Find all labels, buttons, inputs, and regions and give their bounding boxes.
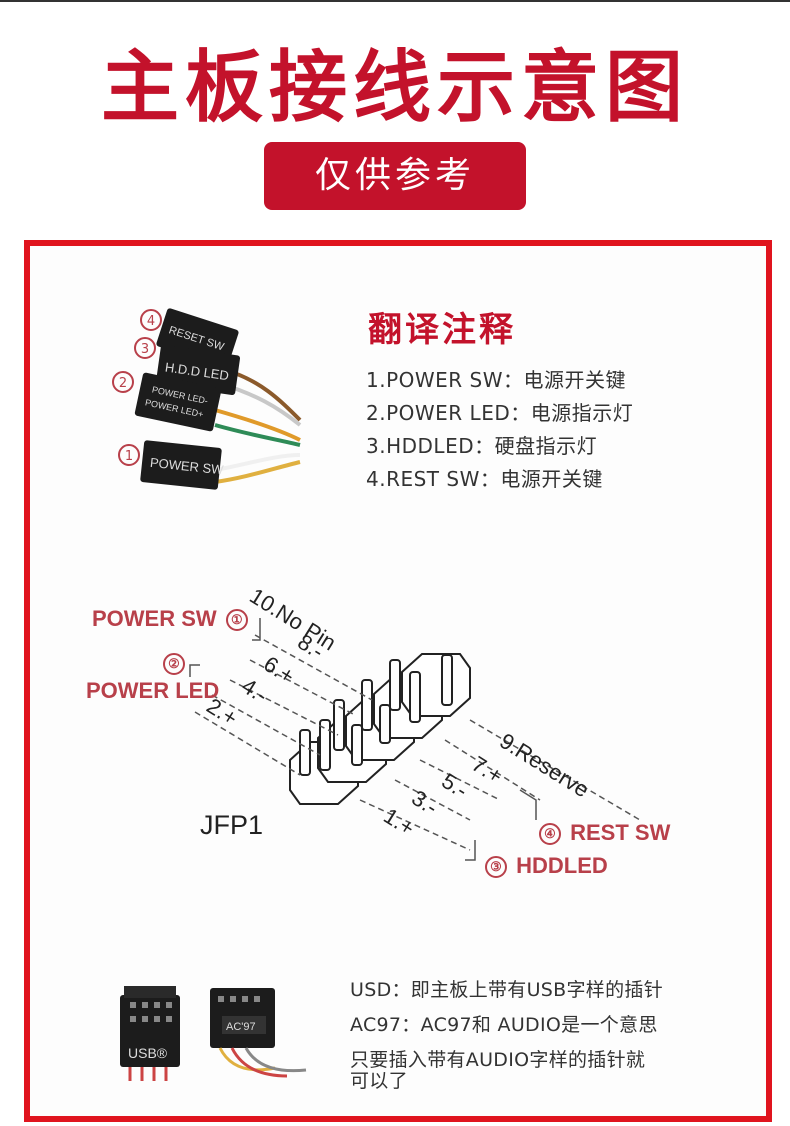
reference-only-badge: 仅供参考	[264, 142, 526, 210]
pin-leader-lines	[194, 634, 641, 851]
ac97-header-illustration: AC'97	[210, 988, 307, 1078]
callout-hddled-text: HDDLED	[516, 853, 608, 878]
audio-note-line2: 可以了	[350, 1070, 408, 1092]
callout-rest-sw: ④ REST SW	[536, 820, 670, 846]
connector-num-3: 3	[141, 342, 149, 357]
pin-9-label: 9.Reserve	[495, 728, 593, 802]
callout-rest-sw-number: ④	[539, 823, 561, 846]
page-title: 主板接线示意图	[100, 43, 689, 133]
pin-7-label: 7.+	[467, 751, 507, 789]
notes-title: 翻译注释	[368, 310, 516, 350]
top-border-line	[0, 0, 790, 2]
callout-power-led-number: ②	[163, 653, 185, 676]
power-led-connector: POWER LED- POWER LED+	[134, 372, 222, 432]
note-hddled: 3.HDDLED：硬盘指示灯	[366, 434, 598, 458]
callout-power-sw-number: ①	[225, 609, 248, 632]
pin-4-label: 4.-	[237, 673, 272, 708]
connector-num-2: 2	[119, 376, 127, 391]
callout-hddled-number: ③	[485, 856, 507, 879]
connector-number-circles	[112, 309, 162, 466]
bracket-lines	[189, 618, 537, 861]
callout-power-sw: POWER SW ①	[92, 606, 251, 632]
note-rest-sw: 4.REST SW：电源开关键	[366, 467, 603, 491]
ac97-label: AC'97	[226, 1021, 256, 1033]
power-sw-connector: POWER SW	[140, 440, 225, 490]
callout-hddled: ③ HDDLED	[482, 853, 608, 879]
usb-label: USB®	[128, 1045, 168, 1061]
audio-note-line1: 只要插入带有AUDIO字样的插针就	[350, 1049, 646, 1071]
ac97-note: AC97：AC97和 AUDIO是一个意思	[350, 1014, 658, 1036]
callout-rest-sw-text: REST SW	[570, 820, 671, 845]
connector-num-1: 1	[125, 449, 133, 464]
usb-header-illustration: USB®	[120, 986, 180, 1081]
callout-power-sw-text: POWER SW	[92, 606, 217, 631]
callout-power-led-number-wrap: ②	[160, 650, 188, 676]
callout-power-led: POWER LED	[86, 678, 220, 703]
usb-note: USD：即主板上带有USB字样的插针	[350, 979, 664, 1001]
note-power-led: 2.POWER LED：电源指示灯	[366, 401, 634, 425]
connector-num-4: 4	[147, 314, 155, 329]
note-power-sw: 1.POWER SW：电源开关键	[366, 368, 627, 392]
jfp1-header-label: JFP1	[200, 810, 264, 840]
pin-header	[289, 653, 471, 805]
